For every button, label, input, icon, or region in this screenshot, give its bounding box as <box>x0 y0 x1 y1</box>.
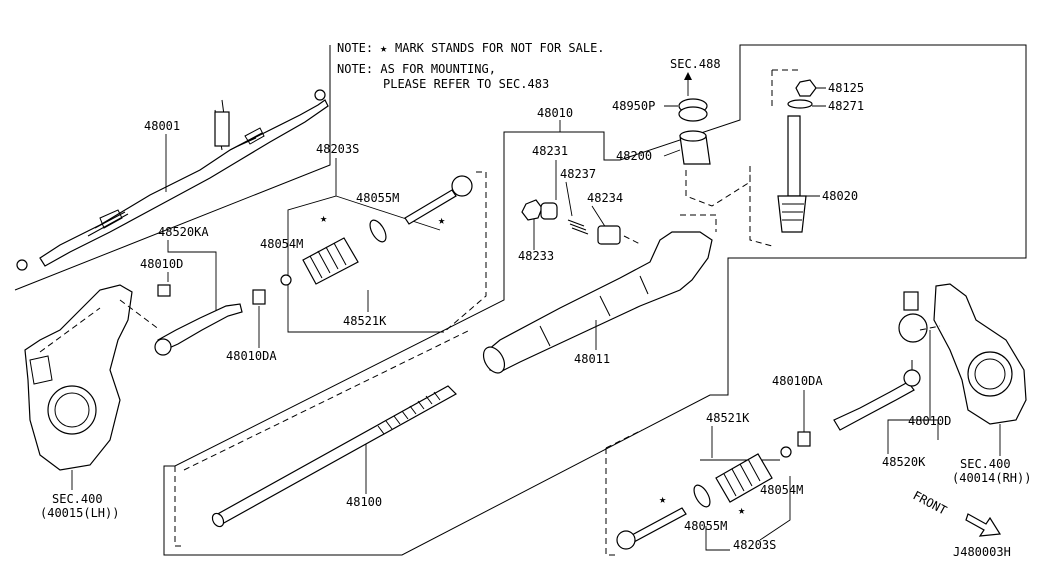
washer-48271 <box>787 99 813 109</box>
label-front: FRONT <box>911 488 949 517</box>
star-48054M-bottom: ★ <box>738 503 745 517</box>
label-48010DA-left: 48010DA <box>226 349 277 363</box>
label-sec488: SEC.488 <box>670 57 721 71</box>
assembly-frame-48001 <box>14 45 331 291</box>
tie-rod-end-48520KA <box>154 284 243 356</box>
star-48055M-top: ★ <box>438 213 445 227</box>
dashed-rack-guides <box>174 329 471 547</box>
nut-48010DA-right <box>797 431 811 447</box>
leaders-48520K <box>887 330 939 454</box>
notes: NOTE: ★ MARK STANDS FOR NOT FOR SALE. NO… <box>337 41 605 91</box>
leader-48521K-bottom <box>700 426 780 461</box>
label-48203S-top: 48203S <box>316 142 359 156</box>
bushing-48231 <box>540 202 558 220</box>
note-line-3: PLEASE REFER TO SEC.483 <box>383 77 549 91</box>
label-48010D-left: 48010D <box>140 257 183 271</box>
bracket-48203S-bottom <box>705 476 791 551</box>
small-clamp-top <box>280 274 292 286</box>
label-48100: 48100 <box>346 495 382 509</box>
nut-48125 <box>795 79 817 97</box>
label-48520KA: 48520KA <box>158 225 209 239</box>
label-48950P: 48950P <box>612 99 655 113</box>
star-48055M-bottom: ★ <box>659 492 666 506</box>
note-line-1-text: MARK STANDS FOR NOT FOR SALE. <box>395 41 605 55</box>
label-48234: 48234 <box>587 191 623 205</box>
dashed-pinion-frame <box>749 69 802 247</box>
label-48521K-top: 48521K <box>343 314 387 328</box>
note-line-1-star: ★ <box>380 41 387 55</box>
label-48200: 48200 <box>616 149 652 163</box>
boot-48200 <box>679 130 711 165</box>
label-48001: 48001 <box>144 119 180 133</box>
steering-gear-assembly-48001 <box>16 89 329 271</box>
inner-tie-rod-top <box>404 175 473 225</box>
label-48010DA-right: 48010DA <box>772 374 823 388</box>
bracket-48203S-top <box>287 158 444 333</box>
label-48010D-right: 48010D <box>908 414 951 428</box>
rack-frame <box>163 44 1027 556</box>
label-48010: 48010 <box>537 106 573 120</box>
nut-48010DA-left <box>252 289 266 305</box>
label-48020: 48020 <box>822 189 858 203</box>
label-48203S-bottom: 48203S <box>733 538 776 552</box>
rack-bar-48100 <box>211 385 457 528</box>
label-48054M-bottom: 48054M <box>760 483 803 497</box>
dashed-frame-top <box>443 171 487 333</box>
star-48054M-top: ★ <box>320 211 327 225</box>
label-48055M-top: 48055M <box>356 191 399 205</box>
rack-housing-48011 <box>482 231 713 374</box>
label-sec400-right-sub: (40014(RH)) <box>952 471 1031 485</box>
pinion-shaft-48020 <box>777 115 807 233</box>
label-sec400-right: SEC.400 <box>960 457 1011 471</box>
note-line-2: NOTE: AS FOR MOUNTING, <box>337 62 496 76</box>
label-48237: 48237 <box>560 167 596 181</box>
steering-knuckle-right <box>898 283 1027 425</box>
leader-48520KA <box>167 240 217 312</box>
inner-tie-rod-bottom <box>616 507 687 550</box>
front-arrow-icon <box>965 513 1002 537</box>
tie-rod-end-48520K <box>833 360 921 431</box>
label-48271: 48271 <box>828 99 864 113</box>
bolt-right <box>903 291 919 311</box>
label-48231: 48231 <box>532 144 568 158</box>
pinion-seal-48950P <box>678 98 708 122</box>
label-sec400-left-sub: (40015(LH)) <box>40 506 119 520</box>
label-48054M-top: 48054M <box>260 237 303 251</box>
label-sec400-left: SEC.400 <box>52 492 103 506</box>
label-48521K-bottom: 48521K <box>706 411 750 425</box>
dashed-frame-bottom <box>605 429 643 556</box>
label-48011: 48011 <box>574 352 610 366</box>
label-diagram-code: J480003H <box>953 545 1011 559</box>
steering-knuckle-left <box>24 284 161 471</box>
nut-48233 <box>521 199 543 221</box>
note-line-1-prefix: NOTE: <box>337 41 373 55</box>
leaders-48950P-48200 <box>663 105 681 157</box>
leaders-valve-parts <box>533 160 607 250</box>
clamp-48055M-top <box>369 219 387 243</box>
label-48125: 48125 <box>828 81 864 95</box>
small-clamp-bottom <box>780 446 792 458</box>
yoke-48234 <box>597 225 621 245</box>
boot-48054M-bottom <box>715 453 773 503</box>
label-48520K: 48520K <box>882 455 926 469</box>
boot-48054M-top <box>302 237 359 285</box>
spring-48237 <box>567 219 589 235</box>
clamp-48055M-bottom <box>693 484 711 508</box>
label-48233: 48233 <box>518 249 554 263</box>
